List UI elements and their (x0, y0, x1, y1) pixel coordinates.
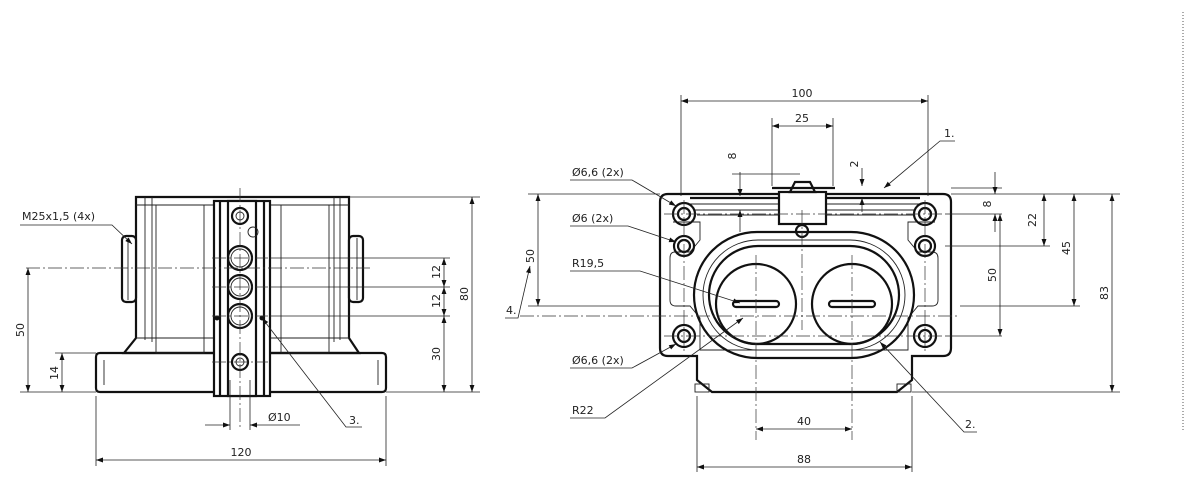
leader-hole-lower (570, 343, 677, 369)
foot-detail (896, 383, 912, 393)
dim-12-lower: 12 (430, 294, 443, 308)
dim-dia-10: Ø10 (268, 411, 291, 424)
leader-callout-2 (879, 341, 977, 433)
dim-88: 88 (797, 453, 811, 466)
leader-callout-1 (883, 140, 955, 189)
cable-gland-right (347, 234, 365, 304)
small-hole (247, 226, 259, 238)
cable-gland-left (120, 234, 138, 304)
hole-callout-lower: Ø6,6 (2x) (572, 354, 624, 367)
dim-8-top: 8 (726, 153, 739, 160)
base-plate (94, 351, 388, 394)
top-view: 100 25 8 2 1. Ø6,6 (2x) Ø6 (2x) R19,5 50… (505, 87, 1120, 472)
leader-callout-3 (261, 317, 362, 428)
callout-4: 4. (506, 304, 517, 317)
pin-dot (214, 315, 220, 321)
lock-tab (788, 180, 817, 194)
dim-14: 14 (48, 366, 61, 380)
callout-1: 1. (944, 127, 955, 140)
leader-hole-upper (570, 179, 677, 207)
dim-12-upper: 12 (430, 265, 443, 279)
callout-2: 2. (965, 418, 976, 431)
leader-radius-22 (570, 317, 744, 419)
dim-25: 25 (795, 112, 809, 125)
leader-radius-19-5 (570, 270, 741, 304)
dim-120: 120 (231, 446, 252, 459)
lock-block (777, 190, 828, 226)
radius-22: R22 (572, 404, 594, 417)
leader-hole-mid (570, 225, 677, 243)
foot-detail (694, 383, 710, 393)
stadium-inner (707, 244, 901, 346)
side-panel-right (280, 204, 330, 354)
dim-50-left: 50 (524, 249, 537, 263)
dim-45: 45 (1060, 241, 1073, 255)
dim-22: 22 (1026, 213, 1039, 227)
dim-50: 50 (14, 323, 27, 337)
dim-100: 100 (792, 87, 813, 100)
dim-2: 2 (848, 161, 861, 168)
dim-40: 40 (797, 415, 811, 428)
leader-thread (20, 224, 133, 245)
stadium-mid (702, 239, 906, 351)
hole-callout-upper: Ø6,6 (2x) (572, 166, 624, 179)
dim-8-right: 8 (981, 201, 994, 208)
stadium-outer (692, 230, 916, 360)
callout-3: 3. (349, 414, 360, 427)
hole-callout-mid: Ø6 (2x) (572, 212, 613, 225)
dim-80: 80 (458, 287, 471, 301)
dim-83: 83 (1098, 286, 1111, 300)
dim-30: 30 (430, 347, 443, 361)
dim-50-right: 50 (986, 268, 999, 282)
leader-callout-4 (505, 265, 531, 319)
side-panel-left (155, 204, 205, 354)
thread-callout: M25x1,5 (4x) (22, 210, 95, 223)
front-view: M25x1,5 (4x) 50 14 120 12 12 30 80 Ø10 3… (14, 188, 480, 466)
radius-19-5: R19,5 (572, 257, 604, 270)
